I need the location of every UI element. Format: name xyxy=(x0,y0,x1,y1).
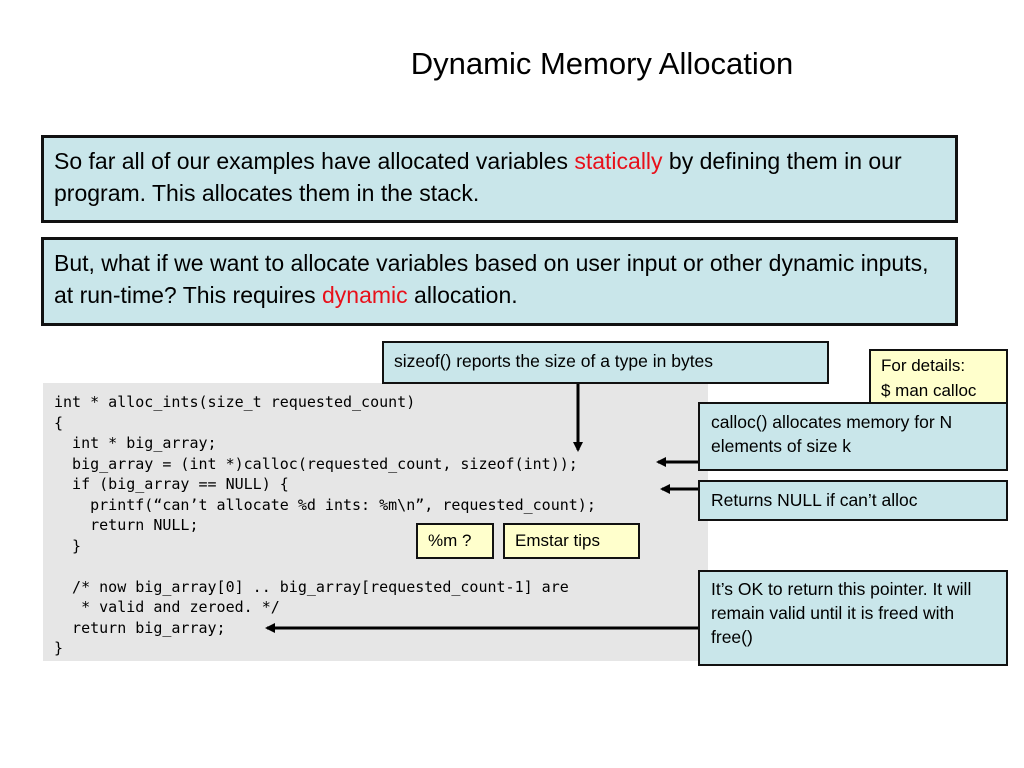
static-text-before: So far all of our examples have allocate… xyxy=(54,148,575,174)
return-pointer-callout: It’s OK to return this pointer. It will … xyxy=(698,570,1008,666)
code-line: /* now big_array[0] .. big_array[request… xyxy=(54,577,569,596)
details-label: For details: xyxy=(881,356,966,375)
dynamic-text-before: But, what if we want to allocate variabl… xyxy=(54,250,929,308)
code-line: } xyxy=(54,536,82,555)
code-block: int * alloc_ints(size_t requested_count)… xyxy=(54,392,596,659)
code-panel xyxy=(43,383,708,661)
code-line: { xyxy=(54,413,64,432)
static-allocation-box: So far all of our examples have allocate… xyxy=(41,135,958,223)
static-text-after: by defining them in our program. This al… xyxy=(54,148,902,206)
code-line: if (big_array == NULL) { xyxy=(54,475,289,493)
man-calloc-note: For details: $ man calloc xyxy=(869,349,1008,411)
code-line: * valid and zeroed. */ xyxy=(54,598,280,616)
code-line: printf(“can’t allocate %d ints: %m\n”, r… xyxy=(54,495,596,514)
details-command: $ man calloc xyxy=(881,381,977,400)
emstar-tips-note: Emstar tips xyxy=(503,523,640,559)
slide-title: Dynamic Memory Allocation xyxy=(410,46,794,81)
code-line: return big_array; xyxy=(54,618,226,637)
code-line: int * big_array; xyxy=(54,434,217,452)
code-line: return NULL; xyxy=(54,516,199,534)
code-line: big_array = (int *)calloc(requested_coun… xyxy=(54,454,578,473)
code-line: } xyxy=(54,639,64,657)
code-line: int * alloc_ints(size_t requested_count) xyxy=(54,393,416,411)
calloc-callout: calloc() allocates memory for N elements… xyxy=(698,402,1008,471)
dynamic-allocation-box: But, what if we want to allocate variabl… xyxy=(41,237,958,326)
dynamic-text-after: allocation. xyxy=(407,282,518,308)
null-return-callout: Returns NULL if can’t alloc xyxy=(698,480,1008,521)
sizeof-callout: sizeof() reports the size of a type in b… xyxy=(382,341,829,384)
dynamic-highlight: dynamic xyxy=(322,282,408,308)
static-highlight: statically xyxy=(574,148,663,174)
percent-m-note: %m ? xyxy=(416,523,494,559)
